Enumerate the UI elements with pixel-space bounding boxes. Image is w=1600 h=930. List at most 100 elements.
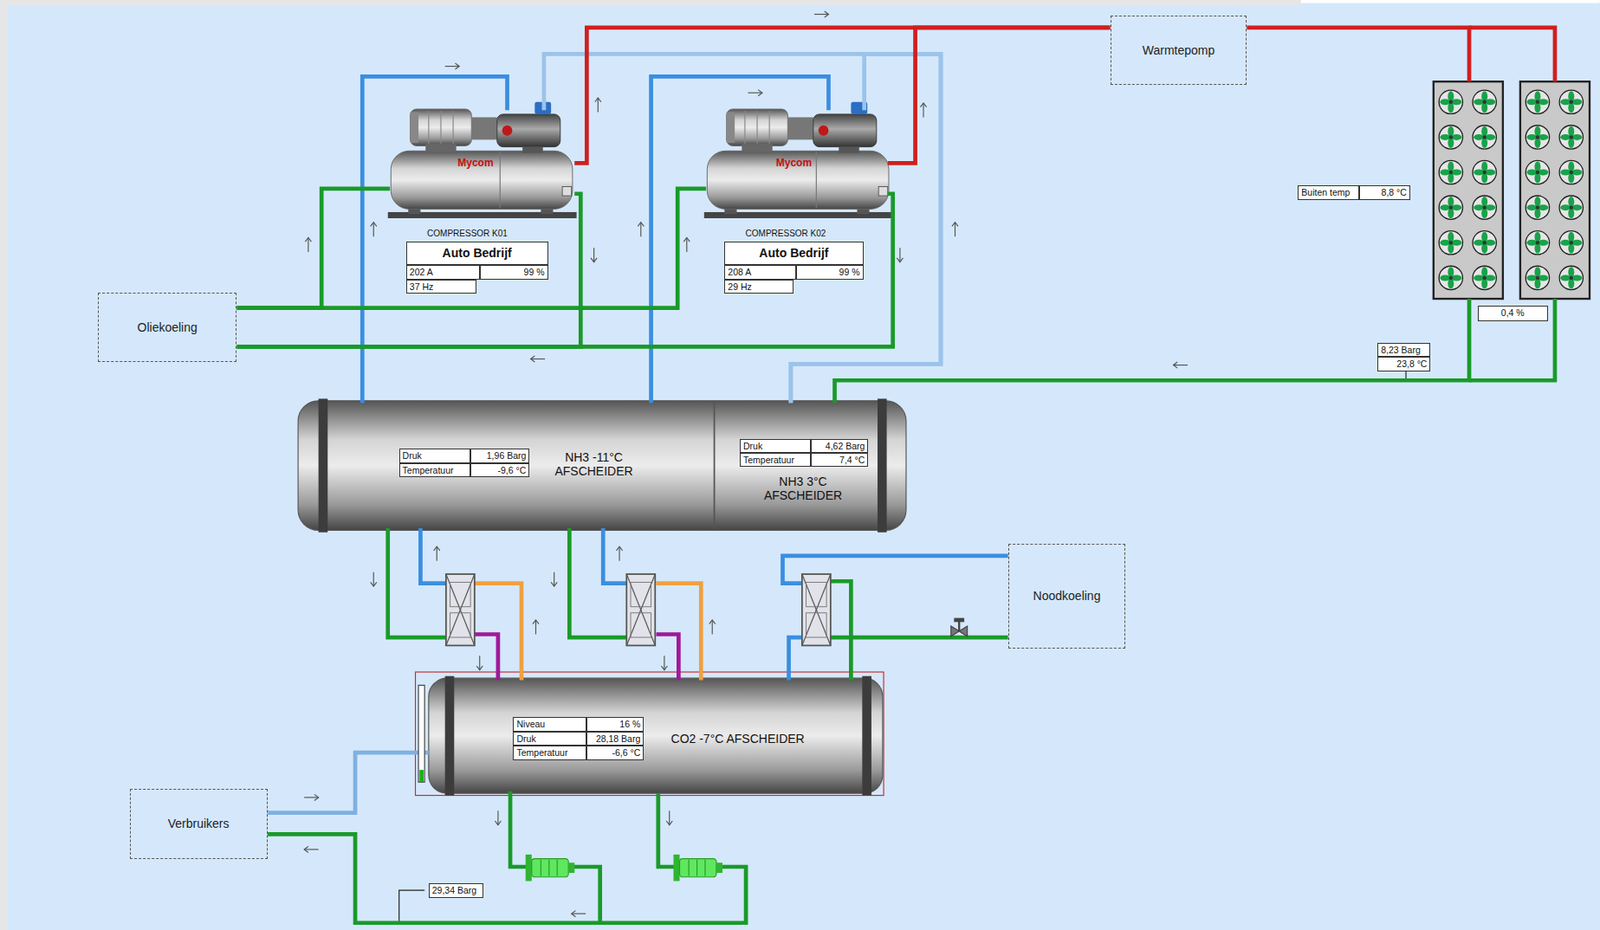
status-cell: 99 % xyxy=(796,265,864,279)
flow-arrow xyxy=(640,222,642,237)
flow-arrow xyxy=(1173,364,1188,366)
pipe-line xyxy=(362,76,507,403)
flow-arrow-head xyxy=(494,821,501,826)
flow-arrow xyxy=(445,65,460,67)
pipe-line xyxy=(655,634,679,681)
flow-arrow-head xyxy=(919,103,927,108)
pipe-line xyxy=(388,528,447,638)
fan-symbol xyxy=(1559,90,1583,114)
flow-arrow-head xyxy=(590,258,597,263)
dashed-box: Warmtepomp xyxy=(1110,15,1248,85)
status-cell: 29,34 Barg xyxy=(428,883,485,898)
separator-vessel: Druk1,96 BargTemperatuur-9,6 °CNH3 -11°C… xyxy=(297,402,713,529)
fan-symbol xyxy=(1438,265,1463,290)
flow-arrow xyxy=(307,237,309,252)
equipment-name: COMPRESSOR K01 xyxy=(427,227,508,238)
pipe-line xyxy=(236,188,707,309)
flow-arrow-head xyxy=(476,666,483,671)
value-cell: 0,4 % xyxy=(1477,305,1549,322)
flow-arrow xyxy=(668,810,670,825)
pipe-line xyxy=(789,637,804,681)
flow-arrow-head xyxy=(616,546,623,551)
pipe-line xyxy=(236,194,581,348)
flow-arrow xyxy=(373,222,375,237)
pipe-line xyxy=(602,528,627,584)
pipe-line xyxy=(267,791,601,924)
flow-arrow xyxy=(571,913,586,915)
pipe-line xyxy=(544,53,941,403)
flow-arrow-head xyxy=(304,237,311,242)
pipe-line xyxy=(829,581,852,681)
flow-arrow xyxy=(686,237,687,252)
value-cell: -9,6 °C xyxy=(470,463,530,478)
flow-arrow-head xyxy=(660,666,668,671)
table-cell-name: Temperatuur xyxy=(399,463,471,478)
flow-arrow-head xyxy=(571,911,577,918)
pipe-line xyxy=(835,298,1470,403)
flow-arrow xyxy=(304,796,318,798)
vessel-title: NH3 -11°C AFSCHEIDER xyxy=(527,450,661,479)
dashed-box: Verbruikers xyxy=(129,789,268,860)
pipe-line xyxy=(236,188,390,309)
status-cell: 202 A xyxy=(406,265,480,279)
table-cell-name: Niveau xyxy=(512,717,587,732)
flow-arrow xyxy=(479,655,480,670)
brand-label: Mycom xyxy=(457,156,493,169)
pipe-line xyxy=(655,583,701,681)
pipe-connector xyxy=(420,528,522,681)
flow-arrow-head xyxy=(896,258,903,263)
compressor: MycomCOMPRESSOR K02 xyxy=(706,110,888,240)
dashed-box: Oliekoeling xyxy=(97,292,237,363)
pipe-connector xyxy=(782,556,1008,681)
status-cell: 208 A xyxy=(724,265,796,279)
flow-arrow xyxy=(663,655,665,670)
table-cell-name: Temperatuur xyxy=(512,745,587,760)
flow-arrow xyxy=(712,620,713,635)
table-cell-name: Temperatuur xyxy=(739,453,811,467)
fan-symbol xyxy=(1525,90,1549,114)
flow-arrow-head xyxy=(454,63,460,70)
value-cell: 4,62 Barg xyxy=(810,439,869,454)
flow-arrow-head xyxy=(1173,362,1179,369)
fan-symbol xyxy=(1525,195,1549,220)
separator-vessel: Niveau16 %Druk28,18 BargTemperatuur-6,6 … xyxy=(428,680,881,792)
box-label: Oliekoeling xyxy=(137,320,198,335)
pipe-connector xyxy=(236,188,390,309)
pipe-connector xyxy=(236,194,893,348)
pipe-connector xyxy=(602,528,701,681)
flow-arrow-head xyxy=(434,546,441,551)
fan-symbol xyxy=(1559,125,1583,149)
flow-arrow-head xyxy=(952,222,959,227)
flow-arrow-head xyxy=(370,582,377,587)
flow-arrow xyxy=(593,247,595,262)
value-cell: 7,4 °C xyxy=(810,453,869,467)
box-label: Verbruikers xyxy=(168,816,230,831)
flow-arrow xyxy=(497,810,499,825)
status-header: Auto Bedrijf xyxy=(724,241,863,266)
status-cell: 8,8 °C xyxy=(1359,185,1411,200)
fan-symbol xyxy=(1525,231,1549,255)
flow-arrow-head xyxy=(637,222,644,227)
flow-arrow xyxy=(747,92,762,94)
compressor: MycomCOMPRESSOR K01 xyxy=(389,110,575,240)
flow-arrow xyxy=(922,103,924,117)
flow-arrow-head xyxy=(304,846,309,853)
flow-arrow-head xyxy=(531,356,536,363)
fan-symbol xyxy=(1559,231,1583,255)
status-cell: 8,23 Barg xyxy=(1377,343,1431,357)
fan-symbol xyxy=(1559,195,1583,220)
status-header: Auto Bedrijf xyxy=(406,241,549,266)
fan-symbol xyxy=(1525,125,1549,149)
status-cell: Buiten temp xyxy=(1297,185,1360,200)
pipe-connector xyxy=(829,581,1009,681)
fan-symbol xyxy=(1525,160,1549,184)
status-cell: 23,8 °C xyxy=(1377,356,1431,371)
value-cell: -6,6 °C xyxy=(586,745,644,760)
flow-arrow xyxy=(373,572,375,587)
fan-symbol xyxy=(1559,160,1583,184)
fan-symbol xyxy=(1472,265,1497,290)
brand-label: Mycom xyxy=(776,156,812,169)
pipe-connector xyxy=(388,528,499,681)
flow-arrow-head xyxy=(370,222,377,227)
